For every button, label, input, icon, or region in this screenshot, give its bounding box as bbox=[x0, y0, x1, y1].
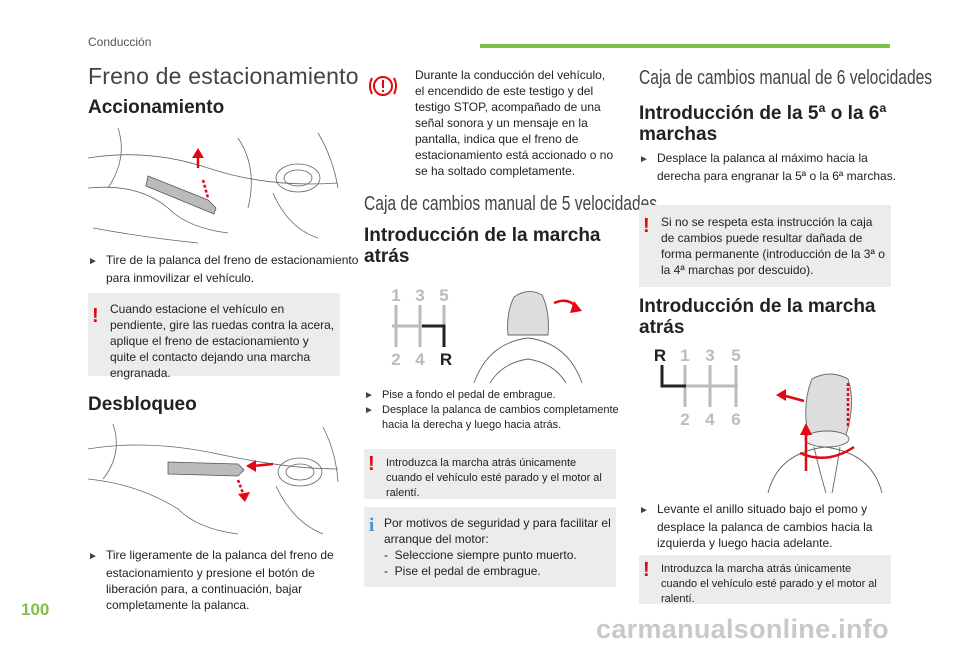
info-text: Por motivos de seguridad y para facilita… bbox=[384, 516, 611, 546]
page-number: 100 bbox=[21, 600, 50, 619]
warning-box-marcha-atras-6: ! Introduzca la marcha atrás únicamente … bbox=[639, 555, 891, 605]
section-title-5-speed: Caja de cambios manual de 5 velocidades bbox=[364, 193, 658, 215]
bullet-desplace-palanca: ►Desplace la palanca de cambios completa… bbox=[364, 404, 619, 431]
info-item-punto-muerto: - Seleccione siempre punto muerto. bbox=[384, 548, 577, 562]
warning-box-pendiente: ! Cuando estacione el vehículo en pendie… bbox=[88, 293, 340, 380]
warning-box-marcha-atras-5: ! Introduzca la marcha atrás únicamente … bbox=[364, 449, 616, 499]
warning-text: Introduzca la marcha atrás únicamente cu… bbox=[661, 563, 877, 605]
parking-brake-pull-illustration bbox=[88, 128, 339, 244]
info-box-seguridad: i Por motivos de seguridad y para facili… bbox=[364, 507, 616, 587]
info-item-embrague: - Pise el pedal de embrague. bbox=[384, 564, 541, 578]
gear-pattern-6-speed-diagram: R 1 3 5 2 4 6 bbox=[654, 346, 883, 494]
section-title-6-speed: Caja de cambios manual de 6 velocidades bbox=[639, 67, 933, 89]
header-accent-bar bbox=[480, 44, 890, 48]
warning-exclamation-icon: ! bbox=[643, 215, 650, 237]
bullet-levante-anillo: ►Levante el anillo situado bajo el pomo … bbox=[639, 502, 873, 550]
bullet-accionamiento: ►Tire de la palanca del freno de estacio… bbox=[88, 253, 359, 285]
gear-label-2: 2 bbox=[680, 410, 689, 429]
warning-text: Cuando estacione el vehículo en pendient… bbox=[110, 302, 335, 380]
gear-label-1: 1 bbox=[680, 346, 689, 365]
gear-label-r: R bbox=[654, 346, 666, 365]
page-title: Freno de estacionamiento bbox=[88, 63, 359, 89]
warning-text: Introduzca la marcha atrás únicamente cu… bbox=[386, 457, 602, 499]
bullet-5a-6a: ►Desplace la palanca al máximo hacia la … bbox=[639, 151, 897, 183]
heading-accionamiento: Accionamiento bbox=[88, 97, 225, 118]
parking-brake-warning-text: Durante la conducción del vehículo, el e… bbox=[415, 68, 614, 178]
gear-label-3: 3 bbox=[415, 286, 424, 305]
warning-exclamation-icon: ! bbox=[643, 559, 650, 581]
gear-label-1: 1 bbox=[391, 286, 400, 305]
gear-label-6: 6 bbox=[731, 410, 740, 429]
gear-label-4: 4 bbox=[705, 410, 715, 429]
gear-label-4: 4 bbox=[415, 350, 425, 369]
gear-label-5: 5 bbox=[731, 346, 740, 365]
gear-pattern-5-speed-diagram: 1 3 5 2 4 R bbox=[391, 286, 583, 384]
bullet-desbloqueo: ►Tire ligeramente de la palanca del fren… bbox=[88, 548, 334, 612]
bullet-embrague: ►Pise a fondo el pedal de embrague. bbox=[364, 389, 556, 401]
gear-label-r: R bbox=[440, 350, 452, 369]
gear-label-3: 3 bbox=[705, 346, 714, 365]
gear-label-5: 5 bbox=[439, 286, 448, 305]
warning-exclamation-icon: ! bbox=[368, 453, 375, 475]
parking-brake-release-illustration bbox=[88, 424, 339, 535]
heading-desbloqueo: Desbloqueo bbox=[88, 394, 197, 415]
warning-text: Si no se respeta esta instrucción la caj… bbox=[661, 215, 885, 277]
heading-5a-6a: Introducción de la 5ª o la 6ª marchas bbox=[639, 103, 887, 145]
watermark: carmanualsonline.info bbox=[596, 614, 889, 644]
section-label: Conducción bbox=[88, 35, 152, 49]
gear-label-2: 2 bbox=[391, 350, 400, 369]
info-icon: i bbox=[369, 515, 375, 536]
warning-exclamation-icon: ! bbox=[92, 305, 99, 327]
warning-box-danada: ! Si no se respeta esta instrucción la c… bbox=[639, 205, 891, 287]
heading-marcha-atras-6: Introducción de la marcha atrás bbox=[639, 296, 876, 338]
parking-brake-warning-icon bbox=[369, 76, 397, 96]
heading-marcha-atras-5: Introducción de la marcha atrás bbox=[364, 225, 601, 267]
